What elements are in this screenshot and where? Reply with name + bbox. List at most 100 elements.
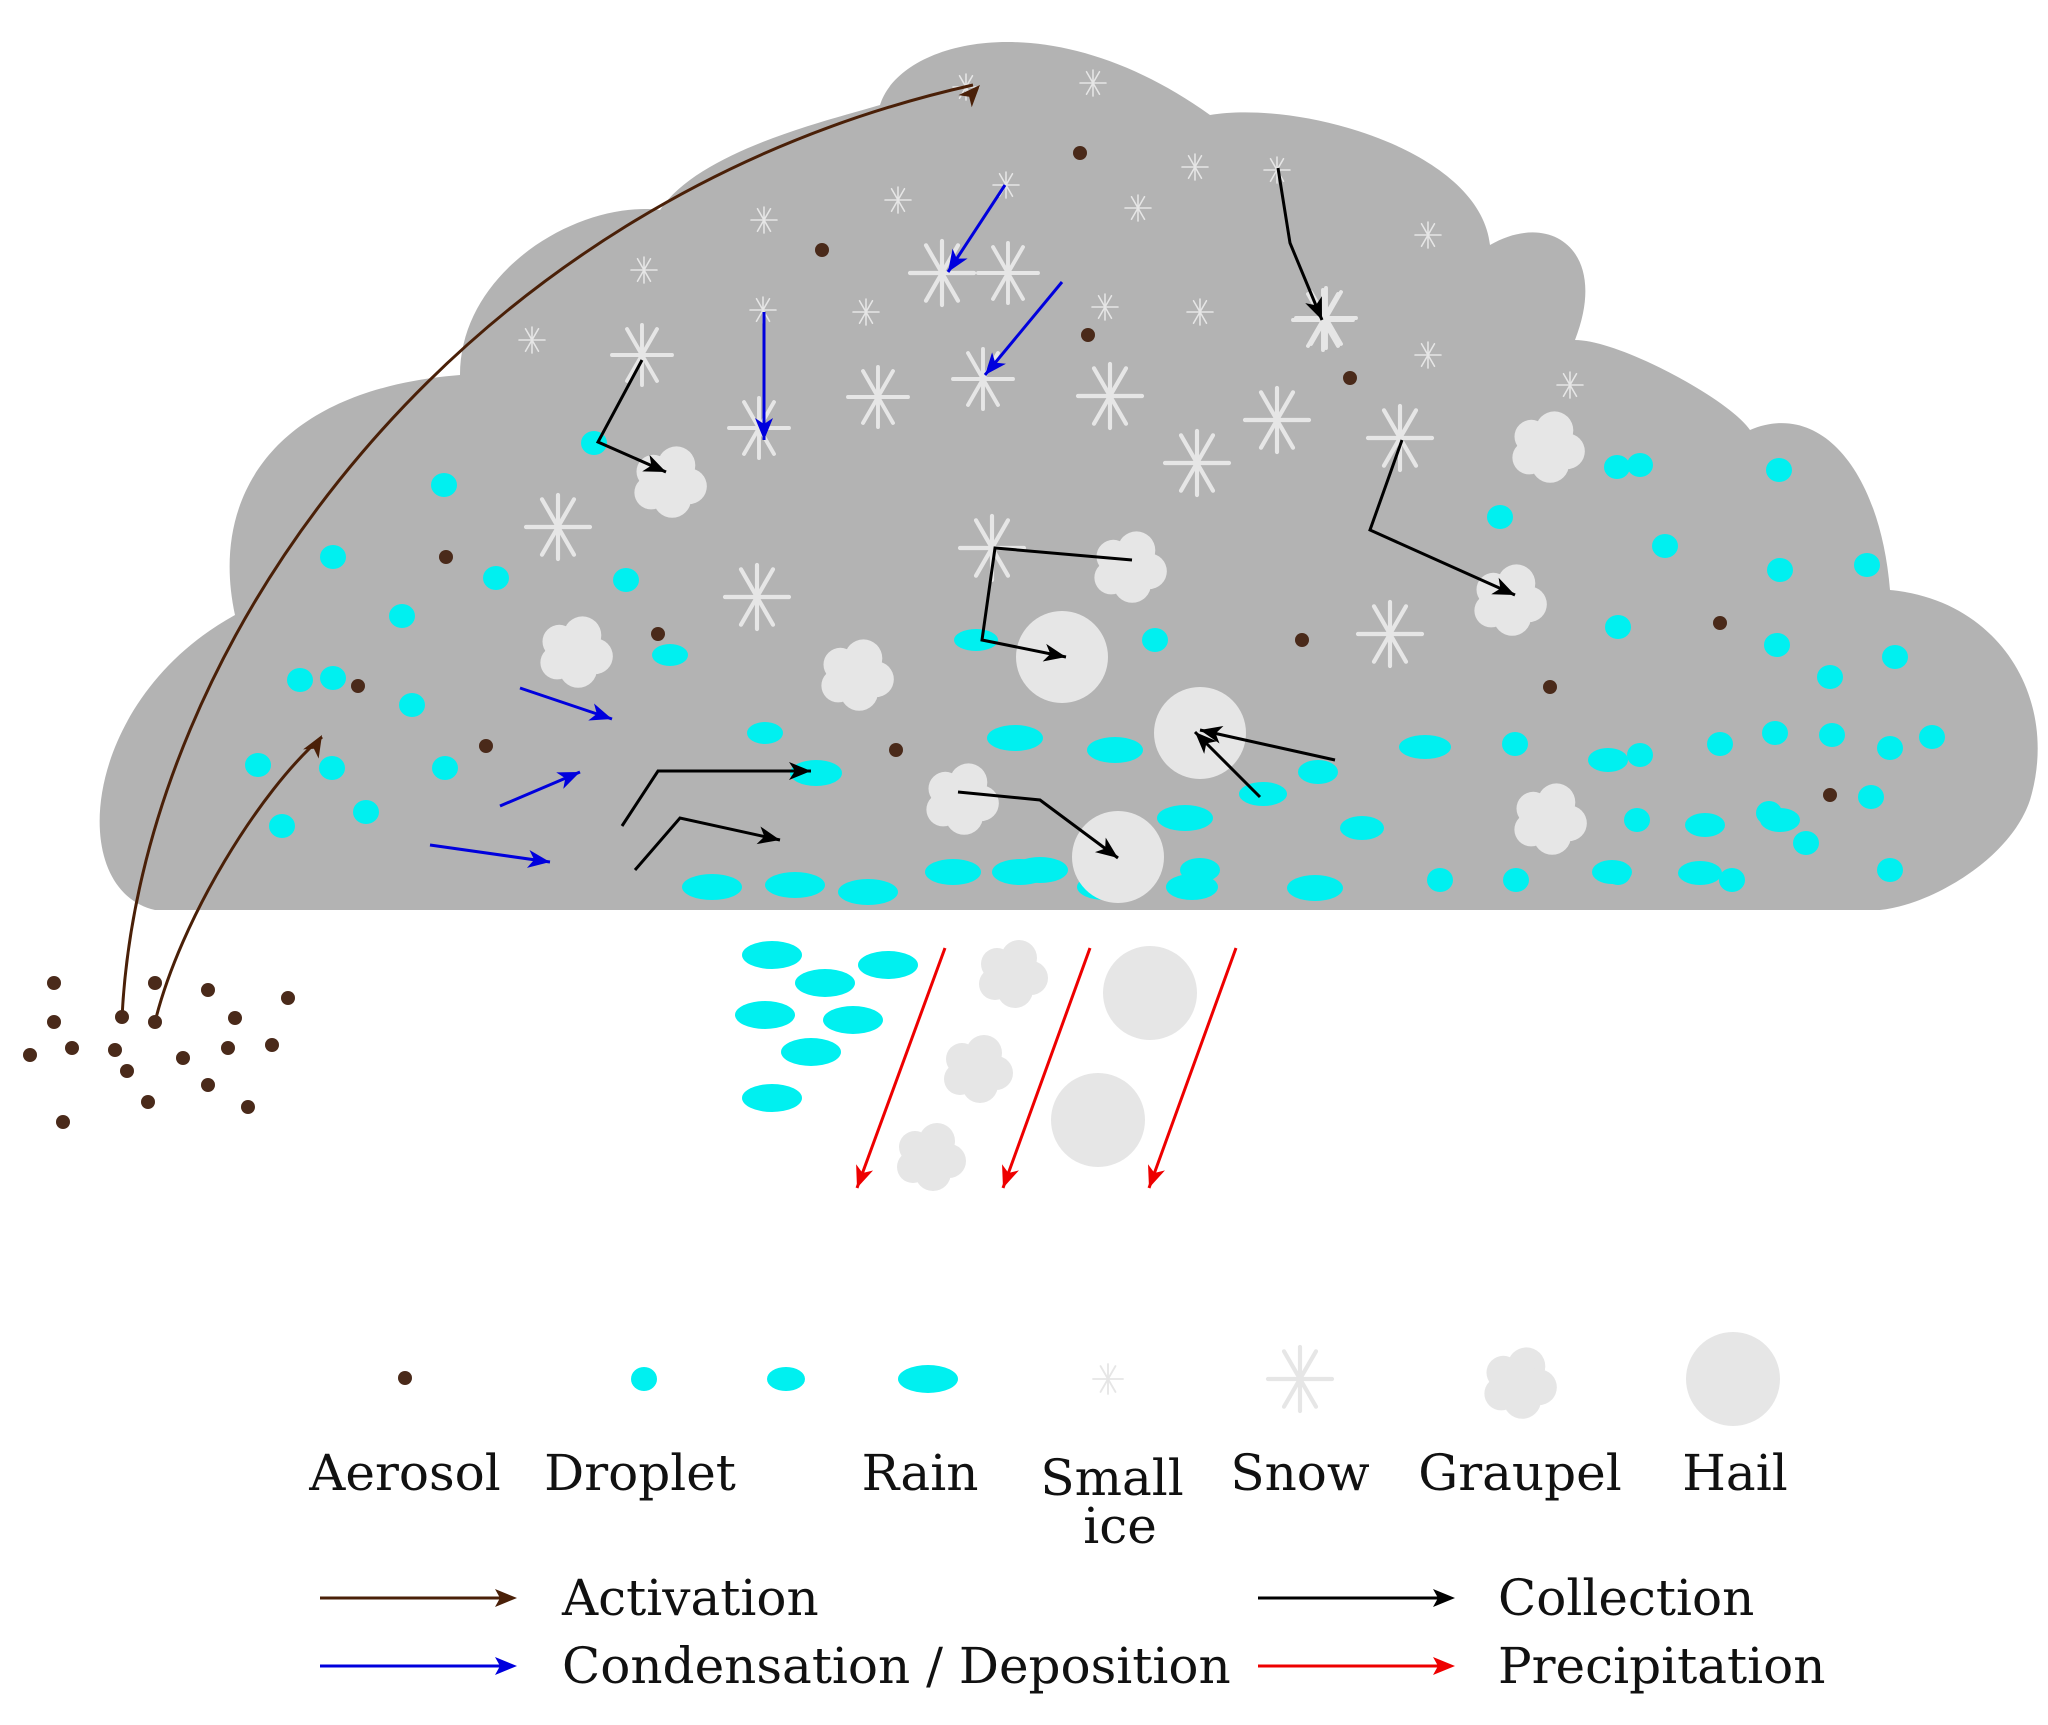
arrow-head <box>948 248 968 272</box>
arrow-shaft <box>633 816 781 871</box>
arrow-head <box>556 772 580 789</box>
precipitation-arrow <box>1001 947 1092 1189</box>
aerosol-particle <box>120 1064 134 1078</box>
raindrop <box>652 644 688 666</box>
precipitation-arrow <box>855 947 947 1189</box>
aerosol-particle <box>176 1051 190 1065</box>
condensation-legend-arrow <box>320 1657 517 1675</box>
collection-arrow <box>1276 167 1324 321</box>
aerosol-particle <box>23 1048 37 1062</box>
raindrop <box>992 859 1048 885</box>
aerosol-particle <box>65 1041 79 1055</box>
cloud-droplet <box>1502 732 1528 756</box>
aerosol-dot-icon <box>398 1371 412 1385</box>
falling-graupel <box>897 1123 966 1191</box>
collection-arrow <box>957 790 1119 860</box>
aerosol-particle <box>47 976 61 990</box>
raindrop <box>747 722 783 744</box>
cloud-droplet <box>269 814 295 838</box>
raindrop <box>1239 782 1287 806</box>
snowflake-icon <box>1268 1347 1332 1411</box>
aerosol-particle <box>281 991 295 1005</box>
condensation-arrow <box>429 843 551 868</box>
cloud-droplet <box>1854 553 1880 577</box>
process-legend: Activation Condensation / Deposition Col… <box>320 1569 1825 1695</box>
legend-label-activation: Activation <box>561 1569 819 1627</box>
falling-raindrop <box>795 969 855 997</box>
species-legend: Aerosol Droplet Rain Small ice Snow Grau… <box>308 1332 1788 1555</box>
falling-raindrop <box>742 1084 802 1112</box>
legend-label-droplet: Droplet <box>544 1444 736 1502</box>
arrow-shaft <box>946 184 1007 273</box>
condensation-arrow <box>946 184 1007 273</box>
arrow-shaft <box>1276 167 1324 321</box>
aerosol-source-cluster <box>23 976 295 1129</box>
cloud-droplet <box>1719 868 1745 892</box>
cloud-droplet <box>1767 558 1793 582</box>
droplet-medium-icon <box>767 1367 805 1391</box>
cloud-droplet <box>432 756 458 780</box>
activation-legend-arrow <box>320 1589 517 1607</box>
falling-graupel <box>979 940 1048 1008</box>
cloud-droplet <box>1142 628 1168 652</box>
cloud-droplet <box>1627 743 1653 767</box>
collection-arrow <box>633 816 781 871</box>
raindrop <box>1399 735 1451 759</box>
cloud-droplet <box>1919 725 1945 749</box>
aerosol-particle <box>1713 616 1727 630</box>
raindrop <box>1592 860 1632 884</box>
collection-arrow <box>620 762 811 827</box>
arrow-head <box>1094 837 1118 858</box>
process-arrows <box>120 83 1516 1189</box>
falling-graupel <box>944 1035 1013 1103</box>
arrow-head <box>856 1164 874 1188</box>
arrow-shaft <box>983 281 1064 376</box>
legend-label-condensation-deposition: Condensation / Deposition <box>562 1637 1231 1695</box>
raindrop <box>1157 805 1213 831</box>
arrow-shaft <box>429 843 551 864</box>
aerosol-particle <box>1073 146 1087 160</box>
arrow-head <box>1491 577 1515 595</box>
cloud-droplet <box>1605 615 1631 639</box>
falling-raindrop <box>858 951 918 979</box>
precipitation-particles <box>735 940 1197 1191</box>
cloud-droplet <box>399 693 425 717</box>
arrow-head <box>1002 1164 1019 1188</box>
aerosol-particle <box>439 550 453 564</box>
arrow-head <box>756 826 780 845</box>
hail-particle <box>1154 687 1246 779</box>
falling-hail <box>1051 1073 1145 1167</box>
arrow-shaft <box>120 83 974 1019</box>
cloud-droplet <box>483 566 509 590</box>
cloud-droplet <box>320 666 346 690</box>
arrow-head <box>1148 1164 1165 1188</box>
activation-arrow <box>153 735 323 1023</box>
arrow-shaft <box>1199 728 1336 762</box>
aerosol-particle <box>265 1038 279 1052</box>
legend-label-hail: Hail <box>1682 1444 1787 1502</box>
cloud-droplet <box>1652 534 1678 558</box>
cloud-droplet <box>1624 808 1650 832</box>
cloud-droplet <box>1604 455 1630 479</box>
cloud-droplet <box>1707 732 1733 756</box>
aerosol-particle <box>115 1010 129 1024</box>
raindrop <box>1287 875 1343 901</box>
graupel-icon <box>1484 1347 1557 1419</box>
raindrop <box>1760 808 1800 832</box>
cloud-droplet <box>1817 665 1843 689</box>
arrow-head <box>1042 643 1066 662</box>
falling-hail <box>1103 946 1197 1040</box>
falling-raindrop <box>742 941 802 969</box>
raindrop <box>790 760 842 786</box>
condensation-arrow <box>499 770 581 808</box>
aerosol-particle <box>108 1043 122 1057</box>
raindrop <box>682 874 742 900</box>
raindrop <box>765 872 825 898</box>
cloud-droplet <box>613 568 639 592</box>
arrow-shaft <box>595 359 667 474</box>
arrow-head <box>526 850 550 868</box>
arrow-shaft <box>1368 439 1516 597</box>
cloud-droplet <box>1793 831 1819 855</box>
cloud-droplet <box>353 800 379 824</box>
